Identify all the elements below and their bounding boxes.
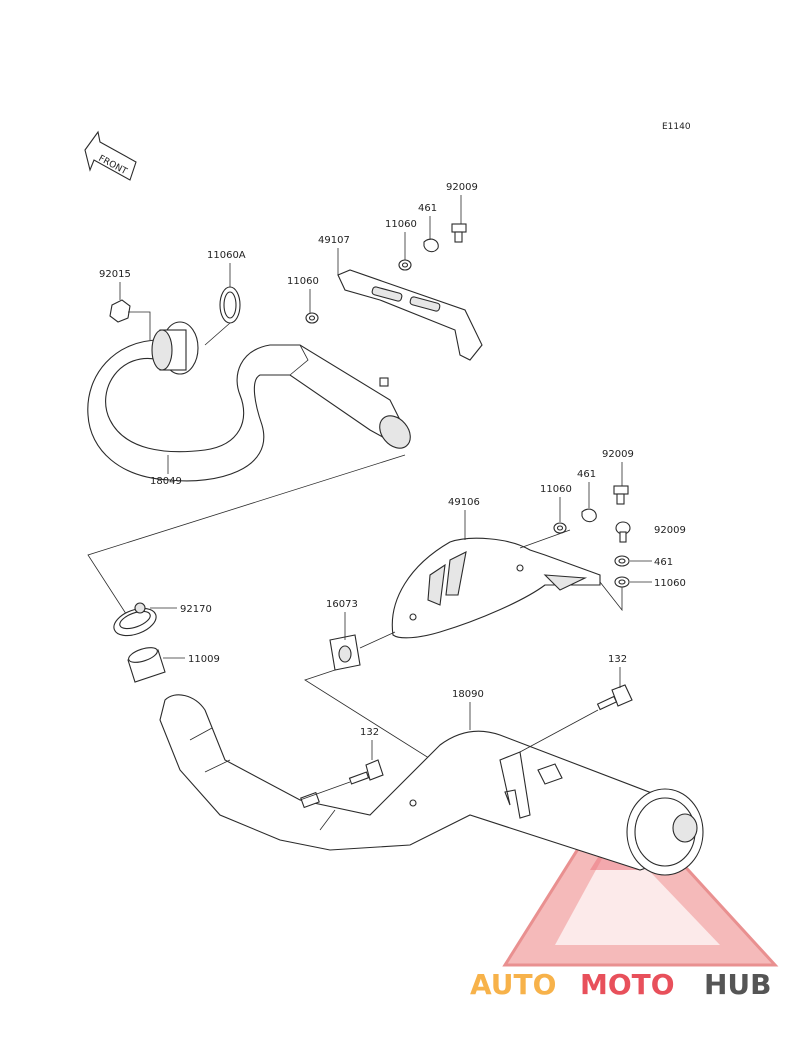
- label-11060-r1: 11060: [540, 484, 572, 495]
- front-arrow-icon: FRONT: [84, 130, 137, 181]
- bolt-132-low: [348, 759, 384, 785]
- header-pipe-18049: [87, 339, 411, 482]
- lock-washer-461-top: [423, 238, 439, 253]
- label-11060A: 11060A: [207, 250, 246, 261]
- diagram-code: E1140: [662, 122, 691, 132]
- label-18090: 18090: [452, 689, 484, 700]
- labels: 92009 461 11060 49107 11060 11060A 92015…: [99, 182, 686, 760]
- bolt-92009-top: [451, 223, 467, 243]
- label-18049: 18049: [150, 476, 182, 487]
- heat-guard-49107: [337, 269, 483, 361]
- label-92009-top: 92009: [446, 182, 478, 193]
- nut-92015: [109, 299, 131, 323]
- label-132-top: 132: [608, 654, 627, 665]
- clamp-92170: [113, 602, 157, 637]
- label-92009-r2: 92009: [654, 525, 686, 536]
- label-49107: 49107: [318, 235, 350, 246]
- washer-11060-top: [398, 259, 412, 271]
- gasket-11060A: [219, 286, 241, 324]
- washer-11060-r2: [614, 576, 630, 588]
- label-461-r2: 461: [654, 557, 673, 568]
- bolt-92009-r1: [613, 485, 629, 505]
- label-11060-r2: 11060: [654, 578, 686, 589]
- label-16073: 16073: [326, 599, 358, 610]
- sleeve-11009: [127, 647, 166, 683]
- label-92009-r1: 92009: [602, 449, 634, 460]
- washer-11060-mid: [305, 312, 319, 324]
- watermark-auto: AUTO: [470, 968, 556, 1001]
- watermark-moto: MOTO: [580, 968, 675, 1001]
- watermark-logo: AUTO MOTO HUB: [470, 968, 772, 1001]
- gasket-16073: [329, 634, 361, 671]
- label-461-r1: 461: [577, 469, 596, 480]
- label-461-top: 461: [418, 203, 437, 214]
- washer-11060-r1: [553, 522, 567, 534]
- watermark-hub: HUB: [704, 968, 772, 1001]
- label-92170: 92170: [180, 604, 212, 615]
- label-11009: 11009: [188, 654, 220, 665]
- label-11060-mid: 11060: [287, 276, 319, 287]
- label-92015: 92015: [99, 269, 131, 280]
- lock-washer-461-r1: [581, 508, 597, 523]
- gasket-holder: [151, 321, 199, 375]
- lock-washer-461-r2: [614, 555, 630, 567]
- label-11060-top: 11060: [385, 219, 417, 230]
- label-49106: 49106: [448, 497, 480, 508]
- bolt-92009-r2: [615, 521, 631, 543]
- muffler-18090: [159, 694, 704, 876]
- label-132-low: 132: [360, 727, 379, 738]
- heat-guard-49106: [391, 537, 601, 639]
- bolt-132-top: [596, 684, 633, 711]
